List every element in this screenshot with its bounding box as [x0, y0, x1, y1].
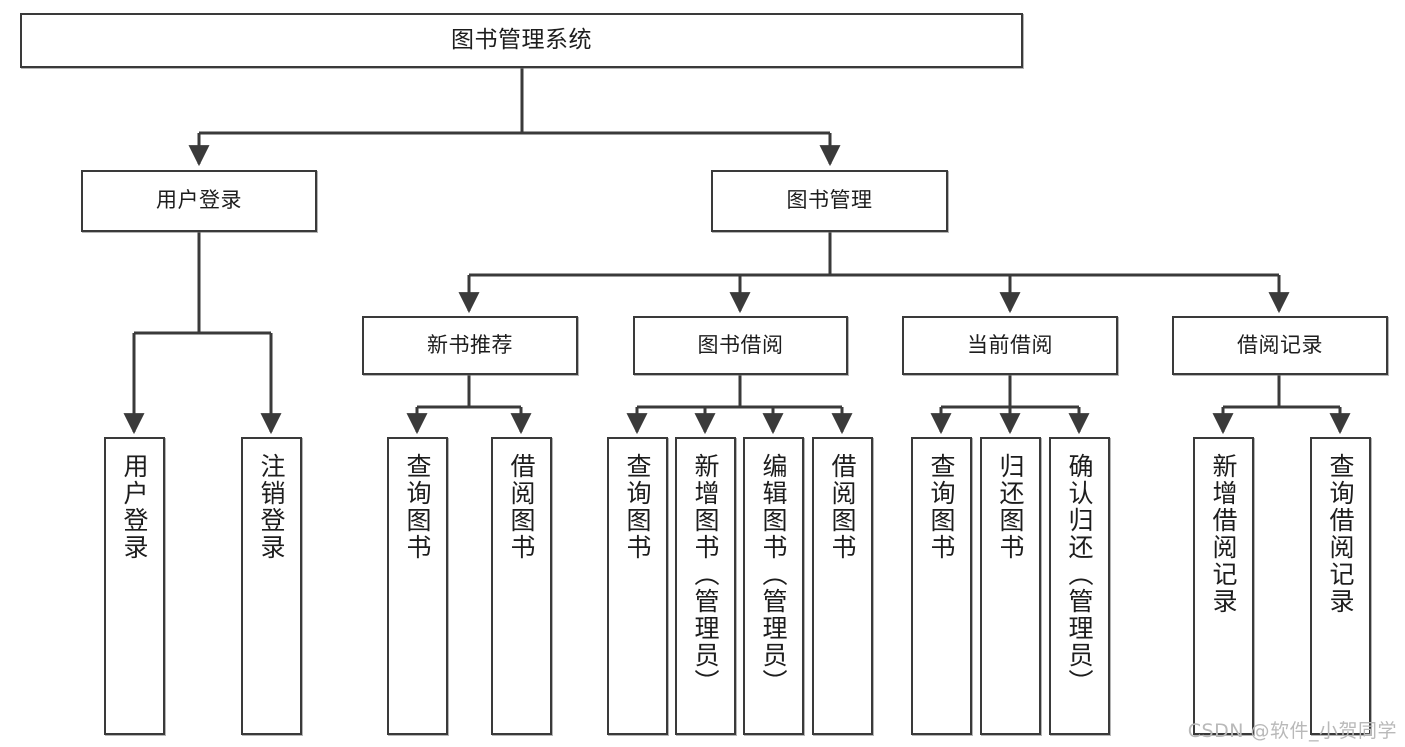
node-current-borrow[interactable]: 当前借阅	[902, 316, 1118, 375]
leaf-confirm-return-admin-label: 确认归还（管理员）	[1065, 453, 1094, 696]
node-current-borrow-label: 当前借阅	[967, 332, 1053, 357]
node-user-login[interactable]: 用户登录	[81, 170, 317, 232]
leaf-query-books-current-label: 查询图书	[927, 453, 956, 561]
leaf-query-borrow-record-label: 查询借阅记录	[1326, 453, 1355, 615]
node-book-borrow-label: 图书借阅	[697, 332, 784, 357]
node-borrow-records[interactable]: 借阅记录	[1172, 316, 1388, 375]
leaf-query-books-current[interactable]: 查询图书	[911, 437, 972, 735]
node-book-management-label: 图书管理	[786, 188, 873, 213]
leaf-query-books-recommend-label: 查询图书	[403, 453, 432, 561]
node-book-management[interactable]: 图书管理	[711, 170, 948, 232]
node-user-login-label: 用户登录	[156, 188, 242, 213]
leaf-borrow-books-recommend[interactable]: 借阅图书	[491, 437, 552, 735]
leaf-return-books[interactable]: 归还图书	[980, 437, 1041, 735]
leaf-confirm-return-admin[interactable]: 确认归还（管理员）	[1049, 437, 1110, 735]
node-book-borrow[interactable]: 图书借阅	[633, 316, 848, 375]
leaf-query-books-recommend[interactable]: 查询图书	[387, 437, 448, 735]
node-borrow-records-label: 借阅记录	[1237, 332, 1323, 357]
leaf-query-books-borrow[interactable]: 查询图书	[607, 437, 668, 735]
leaf-edit-book-admin[interactable]: 编辑图书（管理员）	[743, 437, 804, 735]
leaf-add-borrow-record-label: 新增借阅记录	[1209, 453, 1238, 615]
csdn-watermark: CSDN @软件_小贺同学	[1187, 720, 1397, 742]
leaf-borrow-books[interactable]: 借阅图书	[812, 437, 873, 735]
leaf-add-book-admin-label: 新增图书（管理员）	[691, 453, 720, 696]
leaf-user-login[interactable]: 用户登录	[104, 437, 165, 735]
leaf-user-login-label: 用户登录	[120, 453, 149, 561]
leaf-borrow-books-label: 借阅图书	[828, 453, 857, 561]
leaf-add-book-admin[interactable]: 新增图书（管理员）	[675, 437, 736, 735]
leaf-return-books-label: 归还图书	[996, 453, 1025, 561]
node-root[interactable]: 图书管理系统	[20, 13, 1023, 68]
node-new-book-recommend[interactable]: 新书推荐	[362, 316, 578, 375]
leaf-query-borrow-record[interactable]: 查询借阅记录	[1310, 437, 1371, 735]
leaf-edit-book-admin-label: 编辑图书（管理员）	[759, 453, 788, 696]
node-new-book-recommend-label: 新书推荐	[427, 332, 513, 357]
leaf-borrow-books-recommend-label: 借阅图书	[507, 453, 536, 561]
leaf-query-books-borrow-label: 查询图书	[623, 453, 652, 561]
leaf-logout-label: 注销登录	[257, 453, 286, 561]
node-root-label: 图书管理系统	[451, 26, 592, 53]
leaf-add-borrow-record[interactable]: 新增借阅记录	[1193, 437, 1254, 735]
leaf-logout[interactable]: 注销登录	[241, 437, 302, 735]
